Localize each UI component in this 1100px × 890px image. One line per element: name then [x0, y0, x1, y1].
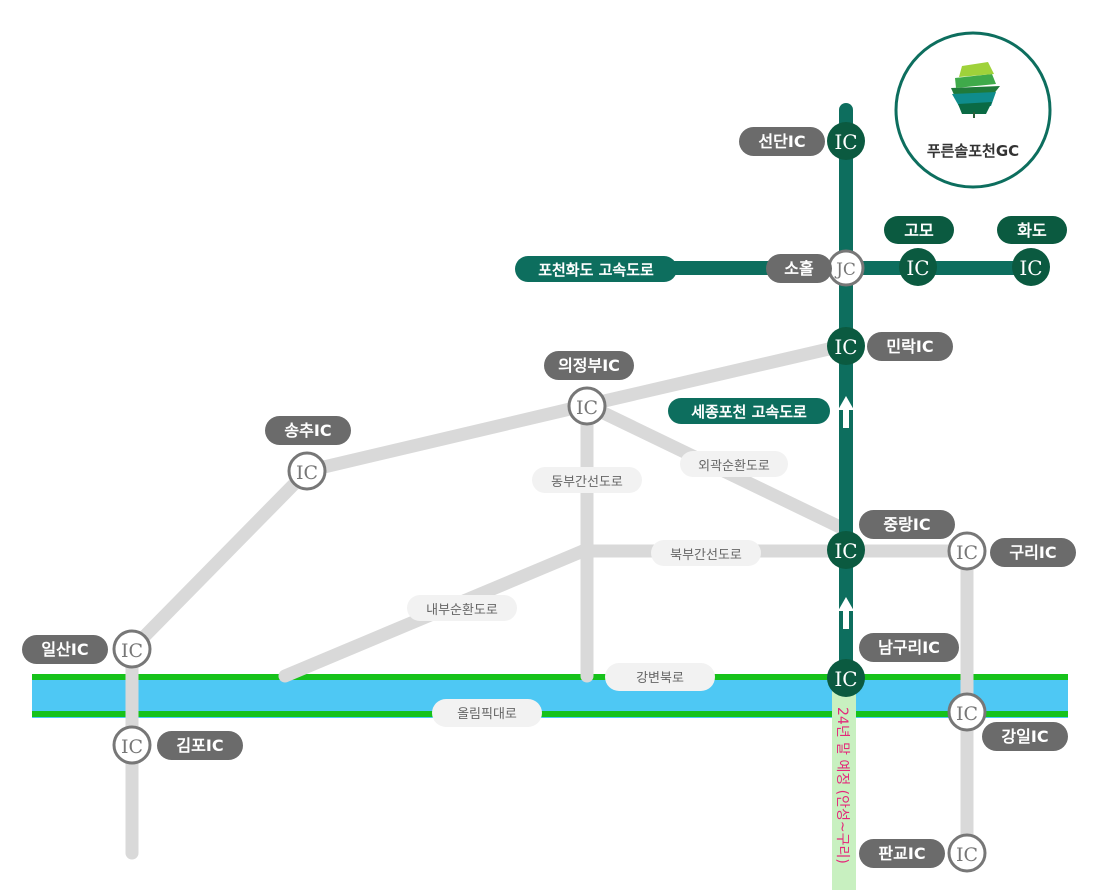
jc-marker-sohol: JC	[827, 249, 865, 287]
ic-label-gomo: 고모	[884, 216, 954, 244]
svg-text:김포IC: 김포IC	[176, 736, 223, 755]
ic-label-jungnang: 중랑IC	[859, 510, 955, 539]
svg-text:IC: IC	[121, 640, 143, 662]
svg-text:IC: IC	[834, 667, 857, 691]
svg-text:IC: IC	[956, 542, 978, 564]
direction-arrow-north-1	[838, 396, 854, 428]
highway-label-sejong-pocheon: 세종포천 고속도로	[668, 398, 830, 424]
svg-text:IC: IC	[296, 462, 318, 484]
ic-label-gimpo: 김포IC	[157, 731, 243, 760]
svg-text:선단IC: 선단IC	[758, 132, 805, 151]
ic-label-gangil: 강일IC	[982, 722, 1068, 751]
ic-marker-songchu: IC	[287, 451, 327, 491]
svg-text:IC: IC	[906, 256, 929, 280]
ic-label-namguri: 남구리IC	[859, 633, 959, 662]
road-label-naebu: 내부순환도로	[407, 595, 517, 621]
svg-text:동부간선도로: 동부간선도로	[551, 475, 623, 490]
svg-text:올림픽대로: 올림픽대로	[457, 707, 517, 722]
pine-tree-logo-icon	[951, 62, 1000, 118]
ic-marker-uijeongbu: IC	[567, 386, 607, 426]
brand-badge: 푸른솔포천GC	[894, 31, 1052, 189]
svg-text:중랑IC: 중랑IC	[883, 515, 930, 534]
ic-label-seondan: 선단IC	[739, 127, 825, 156]
ic-marker-seondan: IC	[827, 122, 865, 160]
direction-arrow-north-2	[838, 597, 854, 629]
ic-label-uijeongbu: 의정부IC	[544, 351, 634, 380]
svg-text:IC: IC	[956, 844, 978, 866]
svg-text:소홀: 소홀	[784, 259, 814, 278]
svg-text:남구리IC: 남구리IC	[878, 638, 940, 657]
road-label-dongbu: 동부간선도로	[532, 467, 642, 493]
ic-label-ilsan: 일산IC	[22, 635, 108, 664]
svg-text:세종포천 고속도로: 세종포천 고속도로	[691, 403, 807, 421]
planned-route	[832, 690, 856, 890]
svg-text:IC: IC	[121, 736, 143, 758]
svg-text:포천화도 고속도로: 포천화도 고속도로	[538, 261, 654, 279]
svg-text:내부순환도로: 내부순환도로	[426, 603, 498, 618]
ic-label-songchu: 송추IC	[265, 416, 351, 445]
svg-text:강일IC: 강일IC	[1001, 727, 1048, 746]
svg-text:외곽순환도로: 외곽순환도로	[698, 459, 770, 474]
svg-text:북부간선도로: 북부간선도로	[670, 548, 742, 563]
ic-marker-pangyo: IC	[947, 833, 987, 873]
han-river	[32, 674, 1068, 718]
svg-text:IC: IC	[1019, 256, 1042, 280]
svg-text:IC: IC	[834, 335, 857, 359]
ic-label-guri: 구리IC	[990, 538, 1076, 567]
svg-text:IC: IC	[834, 539, 857, 563]
ic-marker-ilsan: IC	[112, 629, 152, 669]
svg-text:판교IC: 판교IC	[878, 844, 925, 863]
ic-marker-gomo: IC	[899, 248, 937, 286]
ic-marker-minrak: IC	[827, 327, 865, 365]
ic-label-sohol: 소홀	[766, 254, 832, 283]
ic-marker-gimpo: IC	[112, 725, 152, 765]
svg-text:일산IC: 일산IC	[41, 640, 88, 659]
ic-marker-hwado: IC	[1012, 248, 1050, 286]
road-label-bukbu: 북부간선도로	[651, 540, 761, 566]
ic-marker-jungnang: IC	[827, 531, 865, 569]
svg-text:의정부IC: 의정부IC	[558, 356, 620, 375]
svg-text:IC: IC	[834, 130, 857, 154]
road-label-olympic: 올림픽대로	[432, 699, 542, 727]
brand-name: 푸른솔포천GC	[927, 142, 1019, 160]
svg-text:민락IC: 민락IC	[886, 337, 933, 356]
road-label-gangbyeon: 강변북로	[605, 663, 715, 691]
ic-marker-namguri: IC	[827, 659, 865, 697]
svg-text:IC: IC	[956, 703, 978, 725]
svg-text:고모: 고모	[904, 221, 934, 240]
ic-marker-gangil: IC	[947, 692, 987, 732]
ic-marker-guri: IC	[947, 531, 987, 571]
svg-text:JC: JC	[834, 260, 856, 280]
ic-label-pangyo: 판교IC	[859, 839, 945, 868]
planned-route-label: 24년 말 예정 (안성~구리)	[834, 707, 850, 864]
svg-text:구리IC: 구리IC	[1009, 543, 1056, 562]
highway-label-pocheon-hwado: 포천화도 고속도로	[515, 256, 677, 282]
road-label-oegwak: 외곽순환도로	[680, 451, 788, 477]
svg-text:IC: IC	[576, 397, 598, 419]
svg-text:송추IC: 송추IC	[284, 421, 331, 440]
ic-label-minrak: 민락IC	[867, 332, 953, 361]
svg-text:화도: 화도	[1017, 221, 1047, 240]
ic-label-hwado: 화도	[997, 216, 1067, 244]
svg-text:강변북로: 강변북로	[636, 671, 684, 686]
